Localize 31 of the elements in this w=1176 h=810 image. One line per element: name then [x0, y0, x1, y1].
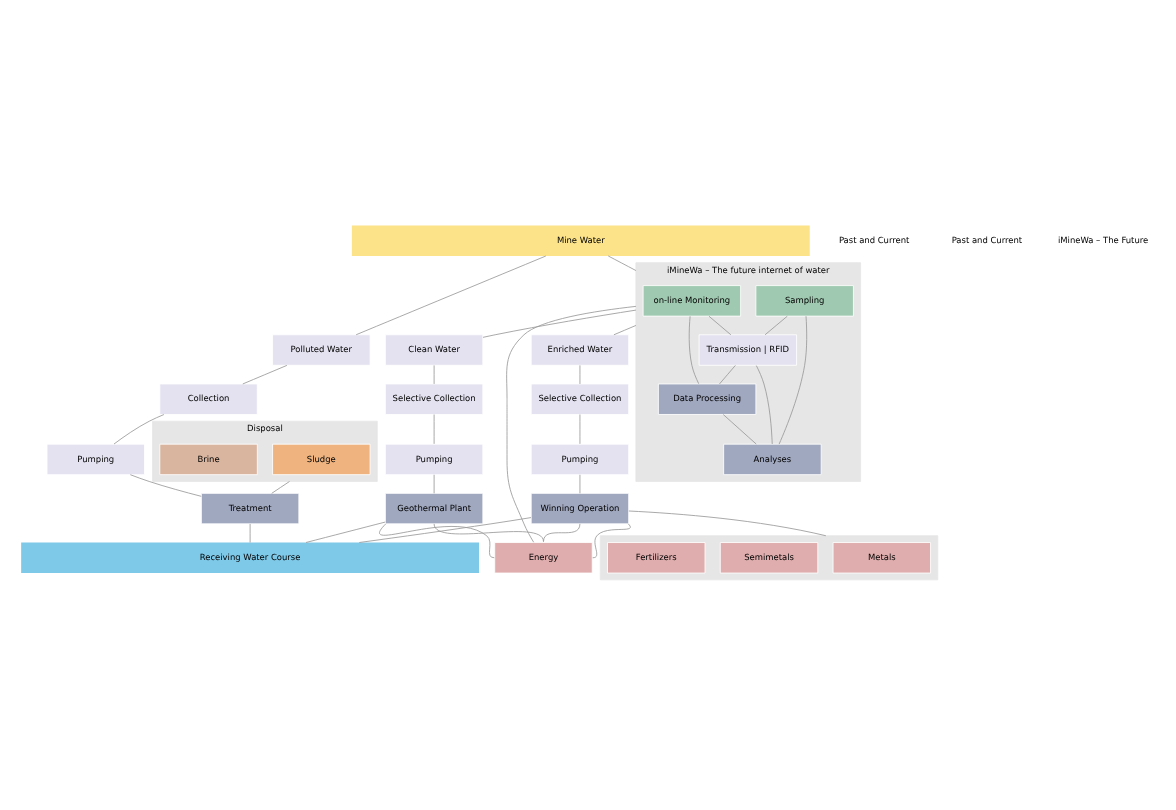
- connector: [379, 522, 495, 558]
- connector: [592, 522, 631, 558]
- connector: [358, 516, 532, 542]
- connector: [433, 473, 435, 493]
- connector: [506, 304, 637, 542]
- connector: [688, 314, 700, 384]
- connector: [628, 509, 827, 536]
- connector: [433, 363, 435, 384]
- connector: [271, 480, 290, 493]
- connector: [579, 473, 581, 493]
- connector: [613, 324, 637, 335]
- connector: [355, 254, 547, 335]
- connector: [722, 413, 757, 444]
- connector: [433, 522, 544, 542]
- connector: [129, 473, 202, 496]
- connector: [764, 314, 788, 335]
- connector: [433, 413, 435, 444]
- connector: [778, 314, 808, 444]
- connector: [305, 520, 386, 542]
- connector: [242, 363, 288, 384]
- connector: [755, 364, 773, 444]
- connector: [113, 413, 165, 444]
- connector: [579, 363, 581, 384]
- connector: [607, 254, 637, 270]
- connector: [719, 363, 736, 384]
- connector: [543, 522, 581, 542]
- connector: [579, 413, 581, 444]
- connector: [482, 308, 637, 337]
- connector: [708, 314, 732, 335]
- connector: [249, 522, 251, 542]
- cluster: [599, 534, 939, 580]
